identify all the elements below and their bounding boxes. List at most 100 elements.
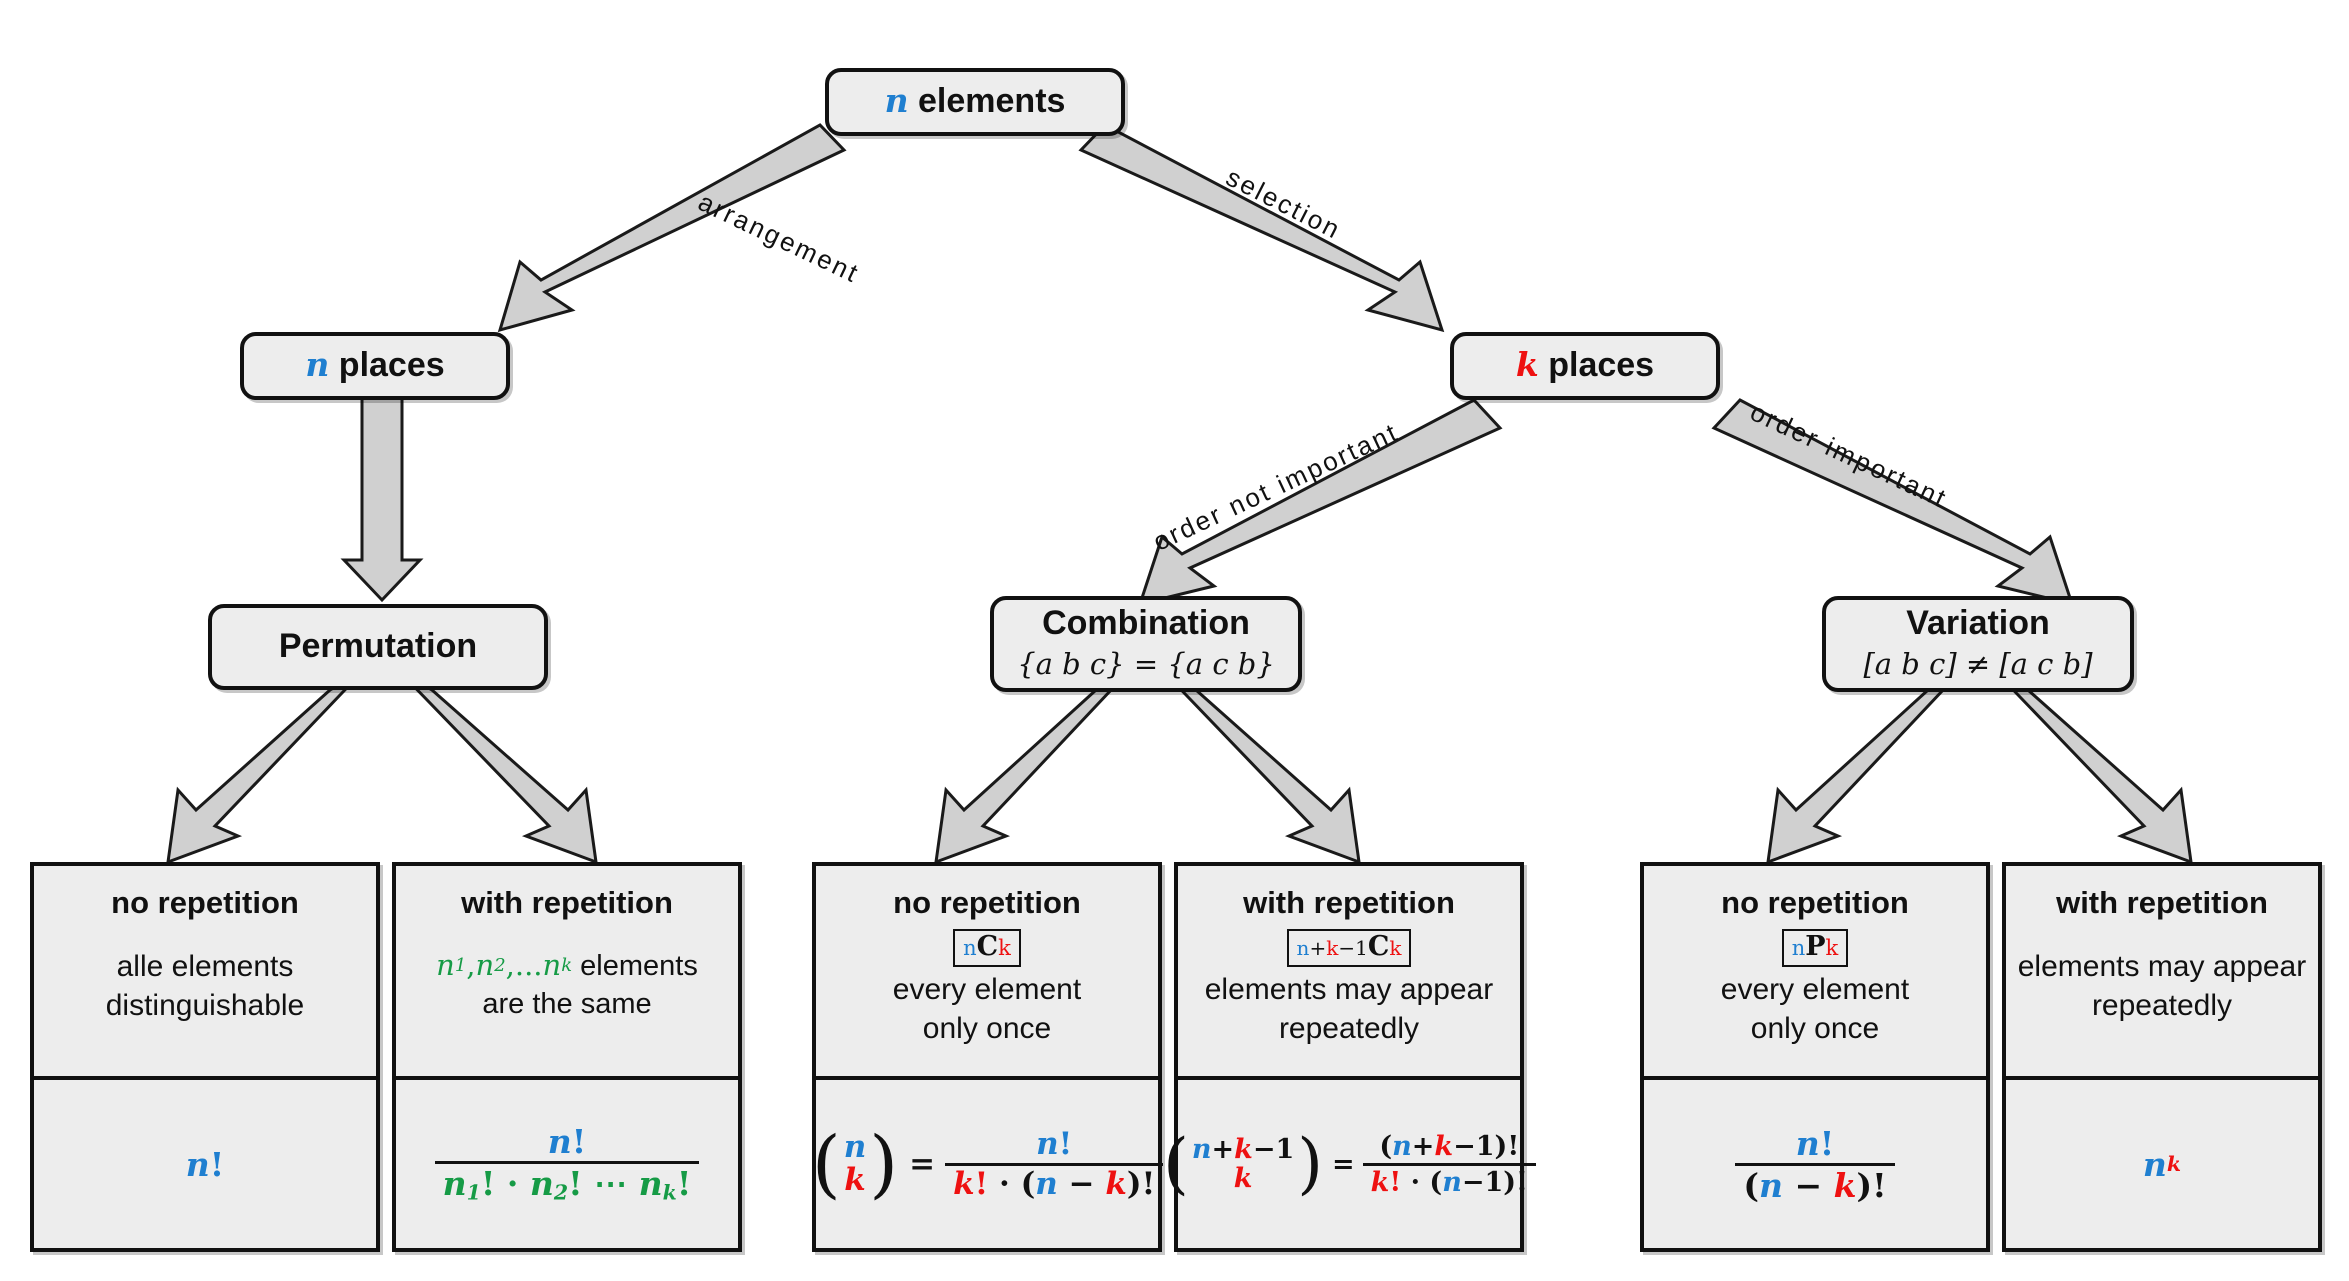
sym-k: k (1833, 1165, 1857, 1205)
sym-bang: ! (480, 1164, 496, 1204)
sym-sub2: 2 (494, 954, 506, 976)
leaf-body: no repetition nPk every element only onc… (1644, 866, 1986, 1076)
sym-lparen: ( (1163, 1124, 1189, 1202)
node-n-elements-word: elements (918, 82, 1066, 121)
leaf-note-line2: repeatedly (2091, 989, 2233, 1023)
sym-n: n (185, 1144, 210, 1184)
sym-bang: ! (676, 1164, 692, 1204)
sym-rparen: ) (1856, 1165, 1873, 1205)
sym-equals: = (909, 1145, 936, 1182)
sym-k: k (1326, 936, 1339, 961)
sym-bang: ! (1058, 1125, 1073, 1162)
sym-comma: , (466, 948, 476, 983)
sym-n: n (1791, 936, 1806, 961)
leaf-formula: n! (34, 1076, 376, 1248)
sym-bang: ! (1507, 1130, 1520, 1162)
sym-k: k (1370, 1166, 1390, 1198)
sym-n: n (1795, 1123, 1820, 1163)
edge-arrangement-arrow (497, 123, 847, 333)
leaf-note: elements may appear repeatedly (1205, 970, 1494, 1062)
leaf-note-line2: repeatedly (1278, 1012, 1420, 1046)
sym-P: P (1805, 931, 1826, 963)
sym-dots: ... (514, 948, 543, 983)
sym-n: n (1036, 1125, 1059, 1162)
sym-lparen: ( (811, 1120, 841, 1207)
edge-order-not-important-arrow (1137, 398, 1503, 607)
sym-rparen: ) (1297, 1124, 1323, 1202)
node-n-elements-title: n elements (885, 82, 1066, 121)
leaf-formula: n! n1! · n2! ⋯ nk! (396, 1076, 738, 1248)
leaf-header: no repetition (1721, 885, 1909, 920)
sym-lparen: ( (1020, 1165, 1036, 1202)
var-n: n (305, 345, 330, 385)
sym-one: 1 (1484, 1166, 1504, 1198)
edge-permutation-leaf1-arrow (166, 670, 364, 865)
sym-bang: ! (1516, 1166, 1528, 1198)
sym-dot: · (999, 1165, 1010, 1202)
sym-k: k (953, 1165, 975, 1202)
leaf-note: elements may appear repeatedly (2018, 947, 2307, 1039)
sym-n: n (1191, 1133, 1212, 1165)
sym-n1: n (442, 1164, 467, 1204)
sym-dot: · (1410, 1166, 1421, 1198)
node-combination-subtitle: {a b c} = {a c b} (1017, 646, 1275, 681)
sym-minus: − (1453, 1130, 1476, 1162)
sym-n2: n (475, 948, 495, 983)
sym-n1: n (436, 948, 455, 983)
sym-n: n (1442, 1166, 1462, 1198)
sym-sub1: 1 (466, 1180, 481, 1205)
sym-bang: ! (1819, 1123, 1835, 1163)
leaf-combination-no-repetition[interactable]: no repetition nCk every element only onc… (811, 862, 1164, 1252)
sym-C: C (976, 931, 999, 963)
node-n-elements[interactable]: n elements (825, 68, 1125, 136)
sym-lparen: ( (1429, 1166, 1443, 1198)
leaf-note: every element only once (893, 970, 1081, 1062)
node-k-places[interactable]: k places (1450, 332, 1720, 400)
leaf-note-line2: distinguishable (105, 989, 305, 1023)
leaf-variation-with-repetition[interactable]: with repetition elements may appear repe… (2002, 862, 2322, 1252)
sym-minus: − (1338, 936, 1356, 961)
sym-k: k (844, 1162, 866, 1198)
sym-nk: n (542, 948, 562, 983)
sym-plus: + (1309, 936, 1327, 961)
sym-k: k (1105, 1165, 1127, 1202)
sym-dot: · (506, 1164, 519, 1204)
sym-n: n (963, 936, 977, 961)
leaf-formula: ( n+k−1 k ) = (n+k−1)! k! · (n−1)! (1163, 1076, 1536, 1248)
sym-n: n (2142, 1144, 2167, 1184)
node-n-places-title: n places (305, 345, 445, 385)
sym-rparen: ) (1126, 1165, 1142, 1202)
node-n-places[interactable]: n places (240, 332, 510, 400)
sym-sub2: 2 (553, 1180, 569, 1205)
leaf-note-line2: only once (1750, 1012, 1880, 1046)
leaf-permutation-no-repetition[interactable]: no repetition alle elements distinguisha… (30, 862, 380, 1252)
leaf-note: alle elements distinguishable (106, 947, 304, 1039)
sym-rparen: ) (1494, 1130, 1508, 1162)
sym-minus: − (1068, 1165, 1095, 1202)
sym-bang: ! (209, 1144, 225, 1184)
leaf-formula: n! (n − k)! (1644, 1076, 1986, 1248)
leaf-notation-tag: nPk (1781, 929, 1849, 967)
sym-n: n (843, 1128, 867, 1165)
leaf-note-line1: elements may appear (2017, 950, 2307, 984)
node-combination[interactable]: Combination {a b c} = {a c b} (990, 596, 1302, 692)
edge-nplaces-permutation-arrow (340, 393, 424, 603)
node-permutation[interactable]: Permutation (208, 604, 548, 690)
sym-k: k (1389, 936, 1402, 961)
leaf-notation-tag: n+k−1Ck (1286, 929, 1412, 967)
edge-combination-leaf4-arrow (1162, 670, 1361, 865)
sym-minus: − (1794, 1165, 1823, 1205)
sym-n2: n (529, 1164, 554, 1204)
leaf-note-line2: only once (922, 1012, 1052, 1046)
node-variation[interactable]: Variation [a b c] ≠ [a c b] (1822, 596, 2134, 692)
leaf-combination-with-repetition[interactable]: with repetition n+k−1Ck elements may app… (1163, 862, 1536, 1252)
leaf-header: no repetition (111, 885, 299, 920)
leaf-header: with repetition (2056, 885, 2268, 920)
sym-k: k (1825, 936, 1839, 961)
node-n-places-word: places (338, 346, 445, 385)
leaf-variation-no-repetition[interactable]: no repetition nPk every element only onc… (1640, 862, 1990, 1252)
sym-n: n (547, 1122, 572, 1162)
